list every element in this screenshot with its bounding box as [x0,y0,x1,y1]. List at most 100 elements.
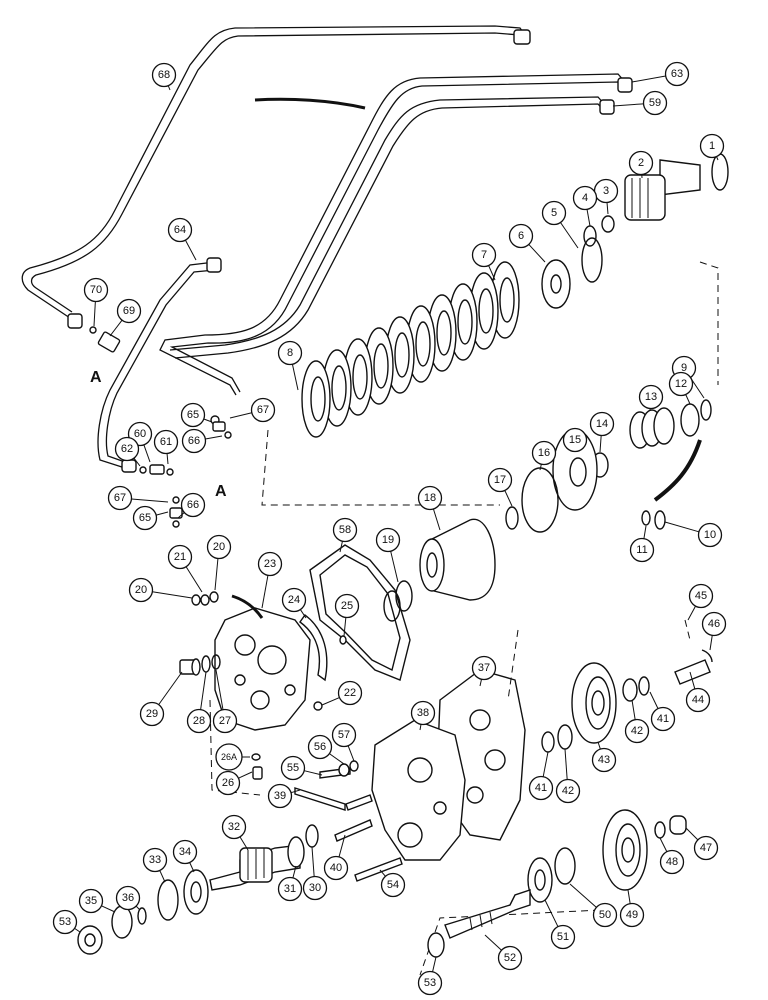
callout-65: 65 [180,402,206,428]
callout-64: 64 [167,217,193,243]
callout-44: 44 [685,687,711,713]
callout-16: 16 [531,440,557,466]
ring-48 [654,821,666,839]
callout-label: 11 [636,544,647,556]
leader-c18 [432,508,441,531]
envelope-housing [209,699,261,796]
callout-label: 53 [424,977,436,989]
clutch-disc-bore [499,277,515,323]
callout-17: 17 [487,467,513,493]
callout-label: 67 [114,492,126,504]
callout-label: 1 [709,140,715,152]
callout-circle [52,909,78,935]
bearing-31 [287,836,305,868]
bearing-34-bore [190,881,202,903]
snap-ring-50 [554,847,576,885]
callout-label: 55 [287,762,299,774]
callout-circle [267,783,293,809]
plug-29 [179,658,201,676]
seal-strip [231,594,264,619]
callout-label: 20 [135,584,147,596]
o-ring-70 [89,326,97,334]
callout-24: 24 [281,587,307,613]
ring-30 [305,824,319,848]
callout-65: 65 [132,505,158,531]
leader-c46 [709,635,713,651]
callout-label: 43 [598,754,610,766]
gear-43 [571,662,617,744]
callout-label: 50 [599,909,611,921]
clutch-disc-bore [310,376,326,422]
seal-53a-bore [84,933,96,947]
leader-c56 [329,753,345,765]
callout-label: 6 [518,230,524,242]
callout-circle [508,223,534,249]
leader-c63 [631,75,666,83]
callout-20: 20 [206,534,232,560]
leader-c70 [93,301,96,327]
leader-c5 [560,222,579,249]
leader-c30 [311,846,315,877]
callout-label: 64 [174,224,186,236]
callout-circle [410,700,436,726]
callout-circle [555,778,581,804]
leader-c45 [687,605,696,621]
clutch-disc-bore [457,299,473,345]
fitting-group-upper [139,415,232,476]
callout-circle [323,855,349,881]
callout-26: 26 [215,770,241,796]
callout-circle [638,384,664,410]
washer-41b [541,731,555,753]
callout-balloons: 1234567891011121314151617181920202122232… [52,61,727,996]
leader-c21 [185,566,203,593]
callout-label: 19 [382,534,394,546]
leader-c31 [292,865,297,878]
callout-circle [337,680,363,706]
callout-52: 52 [497,945,523,971]
callout-circle [668,371,694,397]
pipe-59 [169,96,615,359]
callout-circle [83,277,109,303]
callout-label: 20 [213,541,225,553]
seal-53b [427,932,445,958]
snap-ring-5 [581,237,603,283]
callout-circle [180,402,206,428]
callout-43: 43 [591,747,617,773]
o-ring-28 [201,655,211,673]
callout-circle [107,485,133,511]
callout-circle [212,708,238,734]
callout-29: 29 [139,701,165,727]
bearing-3 [601,215,615,233]
callout-circle [142,847,168,873]
callout-circle [487,467,513,493]
callout-circle [153,429,179,455]
leader-c51 [544,899,559,927]
callout-41: 41 [650,706,676,732]
callout-51: 51 [550,924,576,950]
callout-label: 56 [314,741,326,753]
callout-circle [471,655,497,681]
leader-c29 [158,671,183,705]
clutch-disc-bore [478,288,494,334]
callout-8: 8 [277,340,303,366]
leader-c39 [290,789,301,794]
callout-label: 36 [122,892,134,904]
output-shaft-52 [444,889,531,939]
leader-c26 [238,771,253,779]
callout-50: 50 [592,902,618,928]
callout-63: 63 [664,61,690,87]
callout-circle [550,924,576,950]
callout-47: 47 [693,835,719,861]
pipe-fitting-69 [67,313,83,329]
callout-label: 68 [158,69,170,81]
callout-6: 6 [508,223,534,249]
bearing-51-bore [534,869,546,891]
ring-9 [700,399,712,421]
callout-label: 41 [657,713,669,725]
callout-circle [528,775,554,801]
callout-label: 8 [287,347,293,359]
callout-circle [257,551,283,577]
leader-c17 [504,490,513,507]
callout-circle [619,902,645,928]
